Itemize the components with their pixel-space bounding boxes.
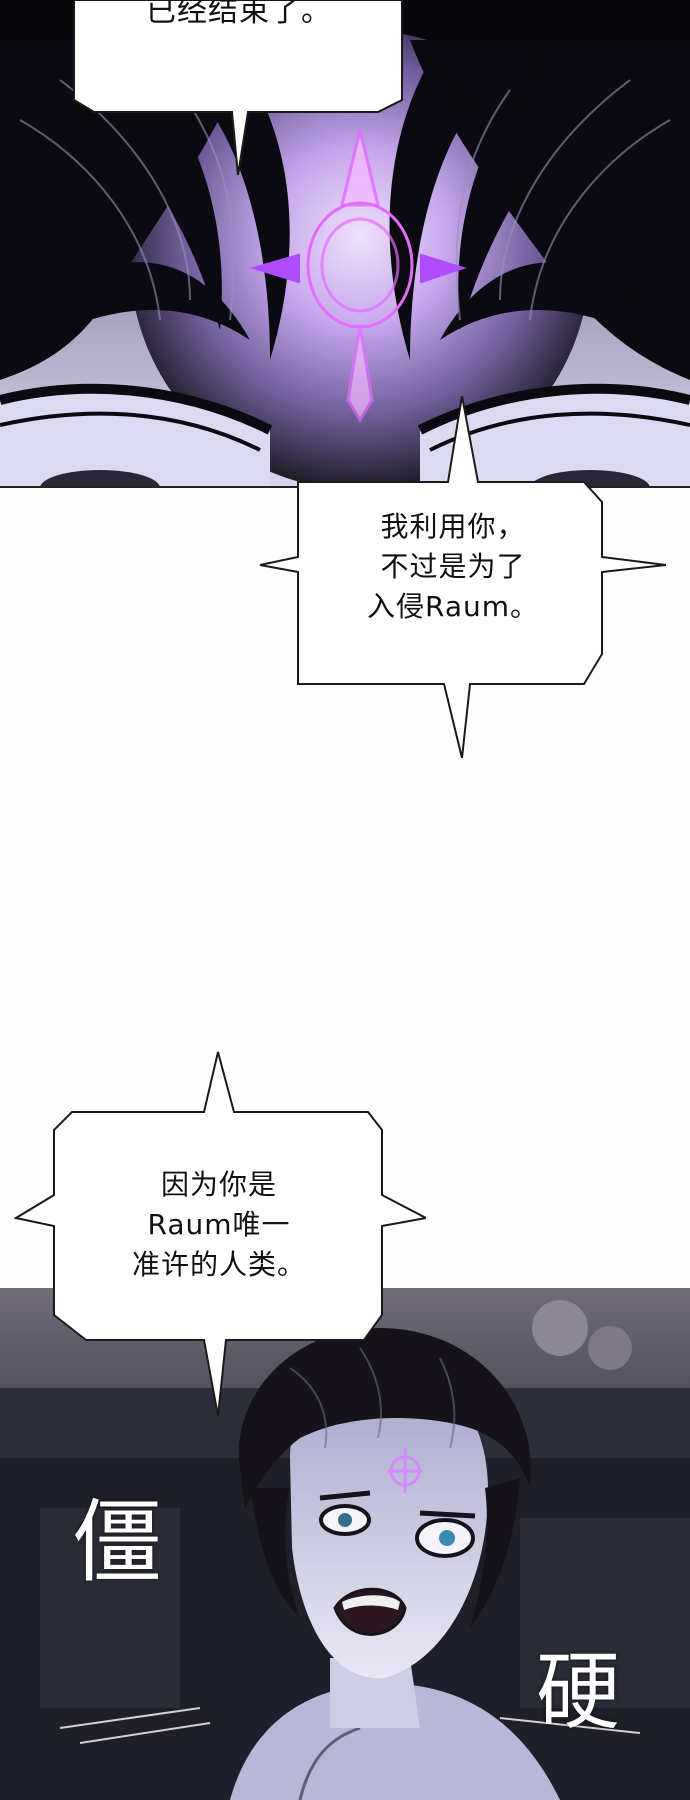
bubble-top-text: 已经结束了。	[146, 0, 332, 29]
bubble-middle-text: 我利用你， 不过是为了 入侵Raum。	[318, 507, 588, 627]
speech-bubble-lower: 因为你是 Raum唯一 准许的人类。	[14, 1050, 426, 1416]
sfx-right: 硬	[536, 1643, 621, 1741]
bubble-middle-line-2: 不过是为了	[380, 550, 526, 583]
bubble-middle-line-3: 入侵Raum。	[366, 590, 540, 623]
bubble-lower-line-2: Raum唯一	[147, 1208, 291, 1241]
bubble-lower-line-3: 准许的人类。	[131, 1248, 306, 1281]
bubble-lower-text: 因为你是 Raum唯一 准许的人类。	[74, 1165, 364, 1285]
shocked-man-illustration	[0, 1288, 690, 1800]
panel-shocked-man: 僵 硬	[0, 1288, 690, 1800]
speech-bubble-top: 已经结束了。	[72, 0, 406, 175]
speech-bubble-middle: 我利用你， 不过是为了 入侵Raum。	[258, 394, 666, 758]
sfx-left: 僵	[72, 1490, 162, 1595]
sigil-mark	[249, 129, 467, 423]
bubble-lower-line-1: 因为你是	[160, 1168, 277, 1201]
bubble-middle-line-1: 我利用你，	[380, 510, 526, 543]
